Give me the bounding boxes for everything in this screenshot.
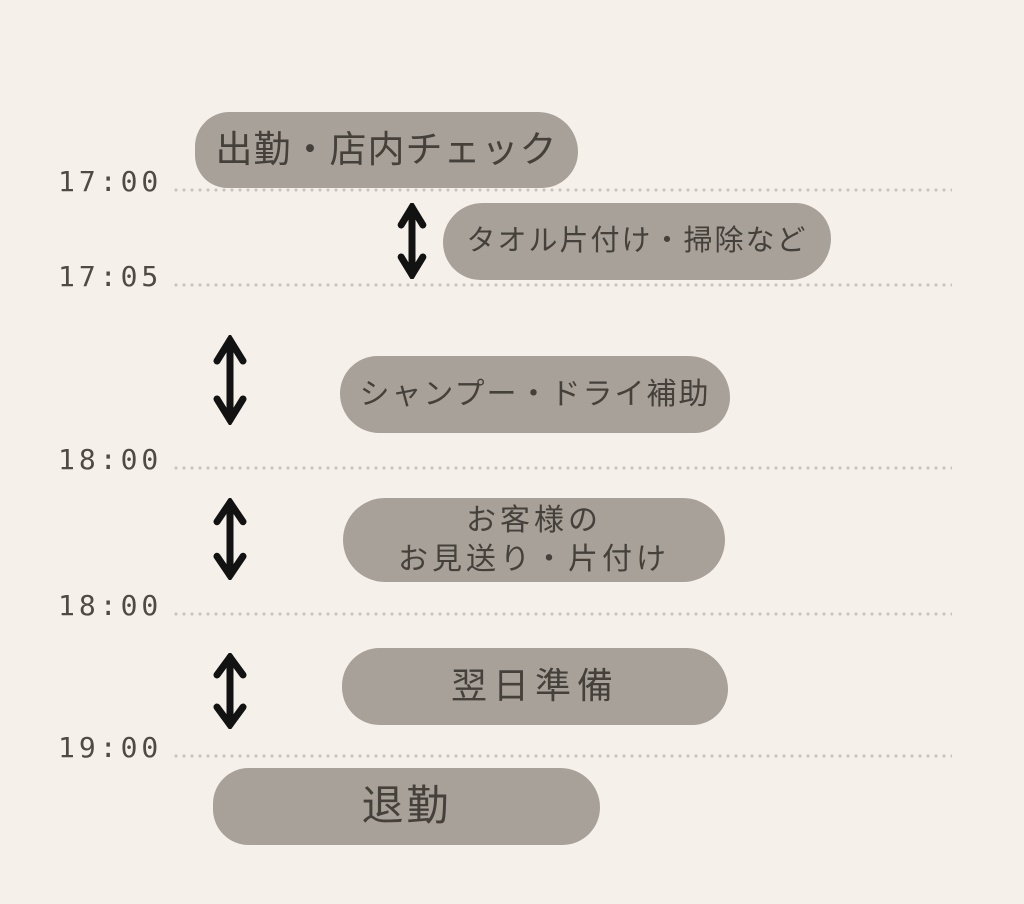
task-pill-towels-cleaning: タオル片付け・掃除など bbox=[443, 203, 831, 280]
double-vertical-arrow-icon bbox=[212, 335, 248, 425]
time-label-1900: 19:00 bbox=[58, 731, 163, 764]
double-vertical-arrow-icon bbox=[212, 653, 248, 729]
dotted-gridline bbox=[172, 466, 952, 470]
dotted-gridline bbox=[172, 283, 952, 287]
dotted-gridline bbox=[172, 188, 952, 192]
time-label-1700: 17:00 bbox=[58, 165, 163, 198]
double-vertical-arrow-icon bbox=[212, 498, 248, 580]
dotted-gridline bbox=[172, 612, 952, 616]
task-pill-seeing-off-tidy-up: お客様の お見送り・片付け bbox=[343, 498, 725, 582]
task-pill-shampoo-dry-assist: シャンプー・ドライ補助 bbox=[340, 356, 730, 433]
time-label-1800-b: 18:00 bbox=[58, 589, 163, 622]
time-label-1705: 17:05 bbox=[58, 260, 163, 293]
dotted-gridline bbox=[172, 754, 952, 758]
time-label-1800-a: 18:00 bbox=[58, 443, 163, 476]
task-pill-clock-out: 退勤 bbox=[213, 768, 600, 845]
task-pill-next-day-prep: 翌日準備 bbox=[342, 648, 728, 725]
task-pill-clock-in-store-check: 出勤・店内チェック bbox=[195, 112, 578, 188]
double-vertical-arrow-icon bbox=[397, 203, 427, 279]
